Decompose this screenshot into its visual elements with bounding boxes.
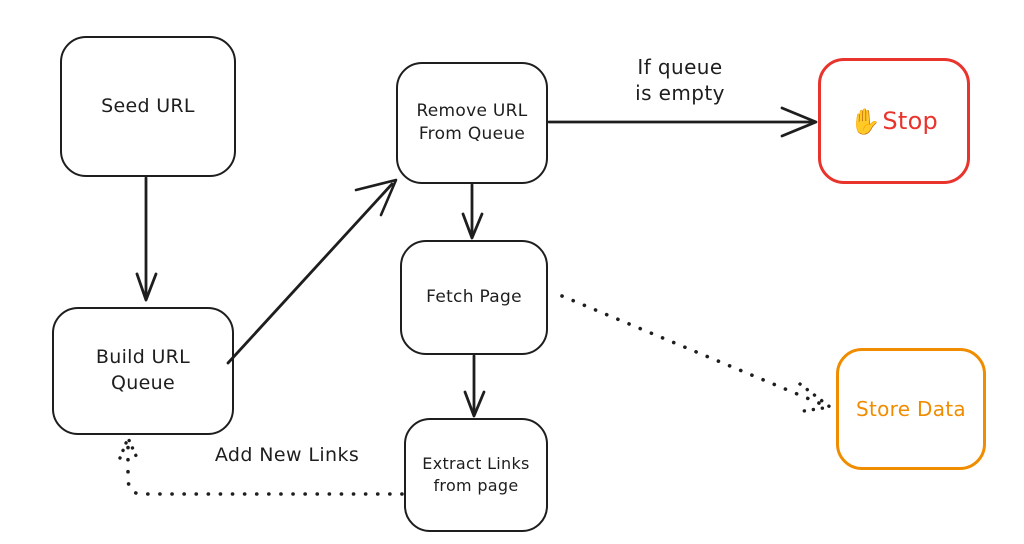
stop-content: ✋ Stop — [850, 105, 938, 137]
edge-label-add-new-links: Add New Links — [214, 444, 360, 466]
edge-remove-url-to-stop — [547, 106, 818, 138]
edge-label-if-queue-is-empty: If queue is empty — [635, 55, 725, 105]
edge-build-url-queue-to-remove-url — [226, 178, 398, 365]
node-build-url-queue[interactable]: Build URL Queue — [52, 307, 234, 435]
node-stop[interactable]: ✋ Stop — [818, 58, 970, 184]
edge-remove-url-to-fetch-page — [461, 183, 484, 240]
edge-extract-links-to-build-url-queue — [118, 436, 404, 496]
edge-fetch-page-to-extract-links — [463, 354, 486, 418]
node-stop-label: Stop — [882, 106, 939, 135]
node-build-url-queue-label: Build URL Queue — [95, 346, 191, 394]
node-store-data-label: Store Data — [856, 396, 966, 421]
node-remove-url-from-queue[interactable]: Remove URL From Queue — [396, 62, 548, 184]
node-extract-links-from-page[interactable]: Extract Links from page — [404, 418, 548, 532]
node-fetch-page-label: Fetch Page — [426, 287, 522, 308]
edge-fetch-page-to-store-data — [560, 294, 832, 414]
node-seed-url-label: Seed URL — [101, 94, 195, 117]
node-fetch-page[interactable]: Fetch Page — [400, 240, 548, 355]
node-store-data[interactable]: Store Data — [836, 348, 986, 470]
node-extract-links-from-page-label: Extract Links from page — [422, 454, 530, 495]
raised-hand-icon: ✋ — [849, 107, 882, 137]
node-seed-url[interactable]: Seed URL — [60, 36, 236, 177]
node-remove-url-from-queue-label: Remove URL From Queue — [416, 101, 528, 144]
edge-seed-url-to-build-url-queue — [135, 176, 158, 302]
